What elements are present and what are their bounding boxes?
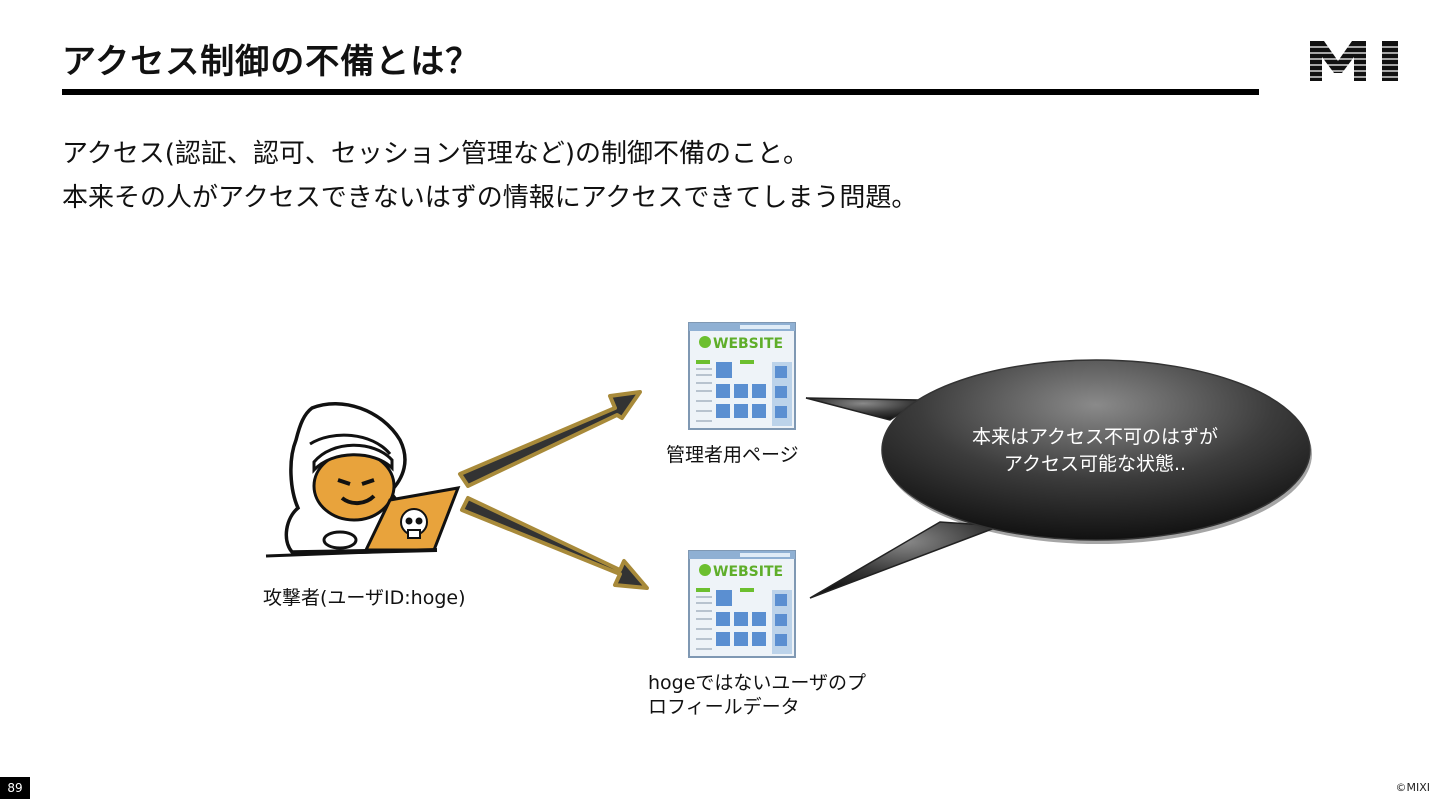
admin-page-label: 管理者用ページ <box>666 440 799 467</box>
admin-page-website-icon: WEBSITE <box>688 322 796 430</box>
speech-bubble-line-2: アクセス可能な状態.. <box>930 451 1260 478</box>
slide-title: アクセス制御の不備とは？ <box>62 34 480 83</box>
title-underline <box>62 89 1259 95</box>
profile-data-website-icon: WEBSITE <box>688 550 796 658</box>
svg-text:WEBSITE: WEBSITE <box>713 564 783 580</box>
attacker-illustration <box>262 400 467 565</box>
speech-bubble-text: 本来はアクセス不可のはずが アクセス可能な状態.. <box>930 424 1260 478</box>
mixi-logo <box>1310 39 1402 83</box>
speech-bubble-line-1: 本来はアクセス不可のはずが <box>930 424 1260 451</box>
attacker-label: 攻撃者(ユーザID:hoge) <box>263 583 466 610</box>
copyright: ©MIXI <box>1395 781 1430 794</box>
svg-text:WEBSITE: WEBSITE <box>713 336 783 352</box>
speech-bubble <box>800 350 1320 610</box>
arrow-to-profile-data <box>462 498 647 588</box>
body-line-2: 本来その人がアクセスできないはずの情報にアクセスできてしまう問題。 <box>62 177 917 214</box>
profile-data-label-line-2: ロフィールデータ <box>648 692 800 719</box>
profile-data-label-line-1: hogeではないユーザのプ <box>648 668 866 695</box>
page-number: 89 <box>0 777 30 799</box>
body-line-1: アクセス(認証、認可、セッション管理など)の制御不備のこと。 <box>62 133 809 170</box>
attack-arrows <box>440 370 670 610</box>
arrow-to-admin-page <box>460 392 640 486</box>
